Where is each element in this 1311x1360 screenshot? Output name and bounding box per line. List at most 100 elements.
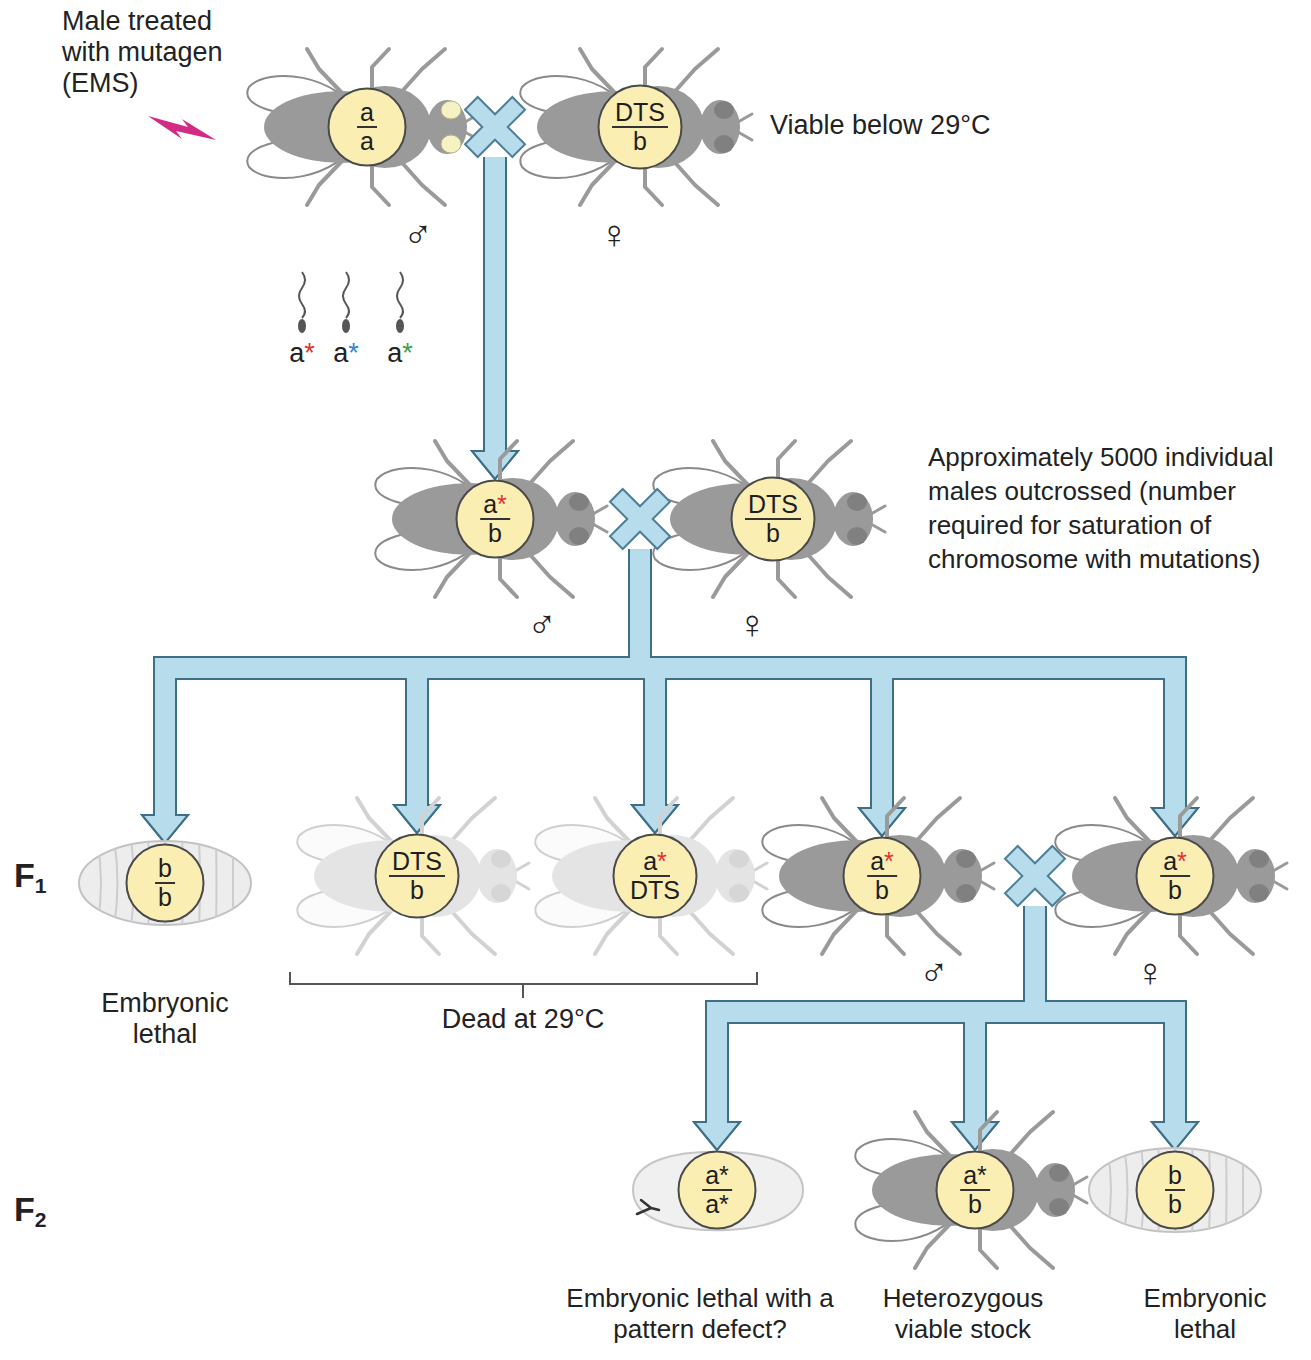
genotype-circle: DTSb (374, 833, 460, 919)
arrow-outline-layer (165, 127, 1175, 1125)
female-fly (1055, 798, 1287, 954)
allele-symbol: a* (1160, 848, 1190, 877)
mutagen-bolt (148, 116, 216, 140)
allele-symbol: DTS (389, 848, 445, 877)
genotype-fraction: a*b (960, 1162, 990, 1218)
genotype-circle: DTSb (730, 476, 816, 562)
text-part: a (705, 1161, 719, 1189)
genotype-fraction: DTSb (389, 848, 445, 904)
background-patch (400, 113, 1135, 906)
allele-symbol: a* (702, 1162, 732, 1191)
text-part: a (333, 338, 348, 368)
arrowhead (394, 805, 440, 833)
allele-symbol: b (407, 877, 427, 904)
fly-eye (441, 101, 461, 119)
genotype-circle: a*b (1135, 836, 1215, 916)
circle-shape (599, 86, 682, 169)
cross-symbol (465, 97, 525, 157)
text-part: a (387, 338, 402, 368)
genotype-circle: a*b (842, 836, 922, 916)
cross-symbol (610, 489, 670, 549)
arrowhead (952, 1122, 998, 1150)
phenotype-label: Heterozygous viable stock (873, 1283, 1053, 1345)
male-fly (375, 441, 607, 597)
embryo (633, 1152, 803, 1230)
male-fly (247, 49, 479, 205)
fly-eye (441, 135, 461, 153)
allele-symbol: b (1165, 1162, 1185, 1191)
text-part: * (304, 338, 315, 368)
cross-arrow (472, 127, 597, 479)
genotype-circle: aa (327, 87, 407, 167)
genotype-fraction: bb (155, 855, 175, 911)
allele-symbol: b (485, 520, 505, 547)
allele-symbol: b (155, 855, 175, 884)
allele-label: a* (282, 338, 322, 369)
circle-shape (329, 89, 406, 166)
arrowhead (142, 815, 188, 843)
arrowhead (632, 805, 678, 833)
genotype-circle: a*b (935, 1150, 1015, 1230)
circle-shape (937, 1152, 1014, 1229)
phenotype-label: Embryonic lethal (85, 988, 245, 1050)
dead-fly (297, 798, 529, 954)
circle-shape (844, 838, 921, 915)
phenotype-label: Embryonic lethal (1125, 1283, 1285, 1345)
arrowhead (859, 808, 905, 836)
text-part: a (1163, 847, 1177, 875)
dead-fly (535, 798, 767, 954)
sex-symbol: ♂ (912, 950, 956, 994)
arrow-layer (142, 127, 1198, 1150)
arrowhead (694, 1122, 740, 1150)
genotype-fraction: a*DTS (627, 848, 683, 904)
arrowhead (1152, 1122, 1198, 1150)
arrowhead (472, 451, 518, 479)
sex-symbol: ♂ (396, 212, 440, 256)
circle-shape (732, 478, 815, 561)
arrowhead (694, 1122, 740, 1150)
text-part: a (963, 1161, 977, 1189)
sperm-head (298, 319, 404, 333)
allele-symbol: DTS (627, 877, 683, 904)
allele-symbol: a (357, 128, 377, 155)
text-part: * (348, 338, 359, 368)
genotype-fraction: aa (357, 99, 377, 155)
text-part: a (870, 847, 884, 875)
arrowhead (394, 805, 440, 833)
genotype-fraction: a*a* (702, 1162, 732, 1218)
text-part: * (719, 1190, 729, 1218)
embryo (79, 839, 251, 927)
text-part: 1 (35, 874, 47, 897)
arrowhead (1152, 1122, 1198, 1150)
note-label: Male treated with mutagen (EMS) (62, 6, 242, 99)
allele-symbol: b (1165, 1191, 1185, 1218)
allele-symbol: b (1165, 877, 1185, 904)
allele-label: a* (380, 338, 420, 369)
text-part: 2 (35, 1208, 47, 1231)
genotype-circle: a*a* (677, 1150, 757, 1230)
phenotype-label: Embryonic lethal with a pattern defect? (555, 1283, 845, 1345)
arrowhead (142, 815, 188, 843)
arrow-outline (407, 127, 495, 454)
text-part: a (289, 338, 304, 368)
circle-shape (457, 481, 534, 558)
circle-shape (679, 1152, 756, 1229)
bracket (290, 972, 757, 998)
genotype-fraction: a*b (480, 491, 510, 547)
arrow-shaft (407, 127, 495, 454)
allele-symbol: DTS (612, 99, 668, 128)
embryo (1089, 1146, 1261, 1234)
allele-symbol: a* (867, 848, 897, 877)
text-part: * (497, 490, 507, 518)
note-label: Viable below 29°C (770, 110, 1030, 141)
genotype-circle: a*DTS (612, 833, 698, 919)
arrowhead (632, 805, 678, 833)
genotype-fraction: bb (1165, 1162, 1185, 1218)
sex-symbol: ♀ (592, 212, 636, 256)
text-part: a (483, 490, 497, 518)
sex-symbol: ♀ (1128, 950, 1172, 994)
generation-label: F2 (14, 1190, 78, 1239)
allele-symbol: a* (960, 1162, 990, 1191)
